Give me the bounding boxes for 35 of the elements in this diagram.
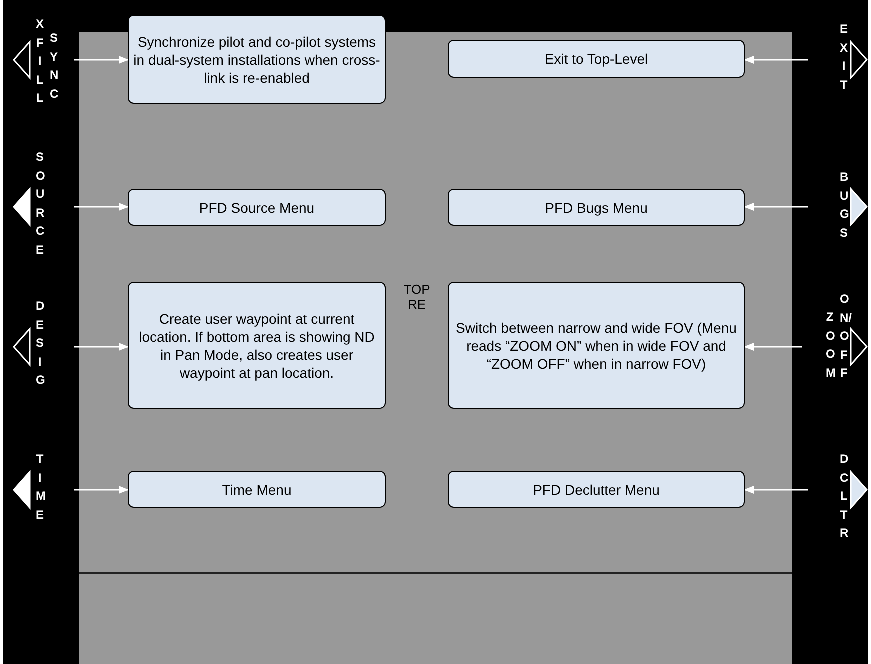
box-text: PFD Source Menu (199, 198, 315, 216)
box-text: Exit to Top-Level (544, 50, 648, 68)
menu-box (128, 15, 386, 104)
menu-box (448, 471, 745, 508)
softkey-label: XFILL (36, 16, 44, 107)
box-text: PFD Bugs Menu (545, 198, 648, 216)
arrow (744, 203, 808, 211)
softkey-label: ZOOM (826, 309, 834, 382)
box-text: PFD Declutter Menu (533, 480, 660, 498)
arrow (744, 56, 808, 64)
screen-label: TOP (402, 282, 432, 297)
menu-box (128, 189, 386, 226)
softkey-label: BUGS (840, 169, 848, 242)
menu-box (128, 282, 386, 409)
box-text: Time Menu (222, 480, 292, 498)
softkey-label: SOURCE (36, 149, 44, 258)
arrow (74, 56, 129, 64)
softkey-label: TIME (36, 451, 44, 524)
arrow (74, 203, 129, 211)
softkey-label: SYNC (50, 30, 58, 102)
box-text: Create user waypoint at current location. If bottom area is showing ND in Pan Mode, also creates user waypoint at pan location. (138, 310, 376, 382)
softkey-label: EXIT (840, 21, 848, 94)
menu-box (128, 471, 386, 508)
menu-box (448, 282, 745, 409)
menu-box (448, 40, 745, 78)
arrow (74, 486, 129, 494)
arrow (744, 486, 808, 494)
arrow (744, 343, 802, 351)
arrow (74, 343, 129, 351)
box-text: Synchronize pilot and co-pilot systems in dual-system installations when cross-link is re-enabled (133, 32, 381, 86)
softkey-label: DCLTR (840, 451, 848, 542)
screen-label: RE (406, 297, 428, 312)
softkey-label: DESIG (36, 298, 44, 389)
menu-box (448, 189, 745, 226)
box-text: Switch between narrow and wide FOV (Menu reads “ZOOM ON” when in wide FOV and “ZOOM OFF” when in narrow FOV) (455, 318, 738, 372)
